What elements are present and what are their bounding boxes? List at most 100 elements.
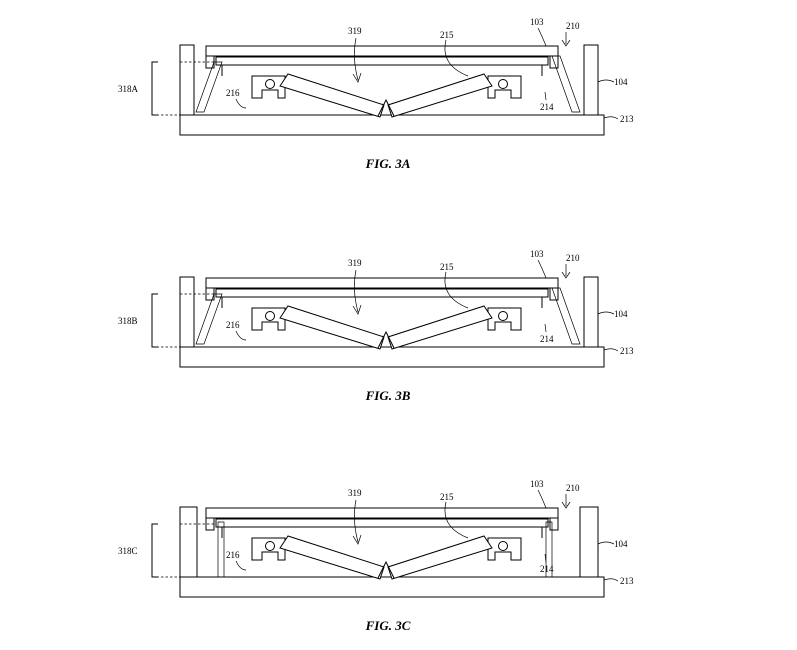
arrow-319-shaft bbox=[354, 37, 359, 81]
membrane-right bbox=[545, 521, 553, 577]
leader-215 bbox=[444, 39, 469, 77]
arrow-319-head bbox=[352, 534, 362, 545]
label-210: 210 bbox=[566, 253, 580, 263]
arrow-319-shaft bbox=[354, 499, 359, 543]
leader-214 bbox=[544, 323, 547, 333]
label-travel: 318B bbox=[118, 316, 138, 326]
label-213: 213 bbox=[620, 576, 634, 586]
hinge-pin-right bbox=[498, 311, 508, 321]
keycap-top bbox=[205, 277, 559, 289]
hinge-pin-right bbox=[498, 79, 508, 89]
keycap-top bbox=[205, 507, 559, 519]
keycap-top bbox=[205, 45, 559, 57]
butterfly-wing-right bbox=[387, 305, 493, 350]
keycap-skirt-right bbox=[549, 288, 559, 301]
membrane-right bbox=[551, 287, 581, 345]
label-213: 213 bbox=[620, 114, 634, 124]
butterfly-wing-right bbox=[387, 535, 493, 580]
label-216: 216 bbox=[226, 88, 240, 98]
leader-104 bbox=[597, 79, 615, 83]
leader-104 bbox=[597, 541, 615, 545]
leader-215 bbox=[444, 501, 469, 539]
hinge-pin-right bbox=[498, 541, 508, 551]
membrane-left bbox=[195, 61, 223, 113]
hinge-pin-left bbox=[265, 541, 275, 551]
figure-3a: 319 215 103 210 104 213 214 216 318A FIG. 3A bbox=[118, 17, 634, 171]
butterfly-wing-left bbox=[279, 305, 385, 350]
support-plate-legs bbox=[221, 527, 543, 538]
travel-bracket bbox=[151, 293, 158, 348]
butterfly-wing-right bbox=[387, 73, 493, 118]
label-215: 215 bbox=[440, 262, 454, 272]
support-plate-legs bbox=[221, 65, 543, 76]
travel-bracket bbox=[151, 61, 158, 116]
label-210: 210 bbox=[566, 21, 580, 31]
base-plate bbox=[179, 114, 605, 136]
label-215: 215 bbox=[440, 30, 454, 40]
housing-wall-left bbox=[179, 506, 198, 578]
leader-213 bbox=[603, 348, 619, 352]
support-plate-legs bbox=[221, 297, 543, 308]
leader-104 bbox=[597, 311, 615, 315]
housing-wall-right bbox=[583, 44, 599, 116]
travel-bracket bbox=[151, 523, 158, 578]
label-216: 216 bbox=[226, 550, 240, 560]
label-104: 104 bbox=[614, 539, 628, 549]
butterfly-wing-left bbox=[279, 535, 385, 580]
leader-210 bbox=[561, 494, 571, 509]
membrane-left bbox=[195, 293, 223, 345]
leader-210 bbox=[561, 32, 571, 47]
label-104: 104 bbox=[614, 77, 628, 87]
label-319: 319 bbox=[348, 26, 362, 36]
butterfly-wing-left bbox=[279, 73, 385, 118]
label-103: 103 bbox=[530, 17, 544, 27]
label-travel: 318C bbox=[118, 546, 138, 556]
leader-103 bbox=[537, 489, 547, 509]
hinge-pin-left bbox=[265, 311, 275, 321]
membrane-left bbox=[217, 521, 225, 577]
leader-216 bbox=[235, 330, 247, 341]
center-pivot bbox=[377, 330, 395, 349]
hinge-pin-left bbox=[265, 79, 275, 89]
support-plate bbox=[215, 288, 549, 298]
label-210: 210 bbox=[566, 483, 580, 493]
label-216: 216 bbox=[226, 320, 240, 330]
support-plate bbox=[215, 518, 549, 528]
base-plate bbox=[179, 576, 605, 598]
label-103: 103 bbox=[530, 479, 544, 489]
figure-caption: FIG. 3C bbox=[365, 618, 411, 633]
keycap-skirt-right bbox=[549, 518, 559, 531]
base-plate bbox=[179, 346, 605, 368]
figure-caption: FIG. 3A bbox=[365, 156, 411, 171]
keycap-skirt-right bbox=[549, 56, 559, 69]
label-103: 103 bbox=[530, 249, 544, 259]
leader-215 bbox=[444, 271, 469, 309]
leader-213 bbox=[603, 578, 619, 582]
figure-caption: FIG. 3B bbox=[365, 388, 411, 403]
center-pivot bbox=[377, 560, 395, 579]
center-pivot bbox=[377, 98, 395, 117]
label-104: 104 bbox=[614, 309, 628, 319]
label-213: 213 bbox=[620, 346, 634, 356]
label-travel: 318A bbox=[118, 84, 139, 94]
membrane-right bbox=[551, 55, 581, 113]
housing-wall-left bbox=[179, 44, 195, 116]
leader-216 bbox=[235, 560, 247, 571]
leader-213 bbox=[603, 116, 619, 120]
label-214: 214 bbox=[540, 102, 554, 112]
arrow-319-head bbox=[352, 304, 362, 315]
label-214: 214 bbox=[540, 564, 554, 574]
label-319: 319 bbox=[348, 488, 362, 498]
leader-216 bbox=[235, 98, 247, 109]
leader-214 bbox=[544, 91, 547, 101]
housing-wall-left bbox=[179, 276, 195, 348]
leader-210 bbox=[561, 264, 571, 279]
leader-214 bbox=[544, 553, 547, 563]
label-319: 319 bbox=[348, 258, 362, 268]
arrow-319-shaft bbox=[354, 269, 359, 313]
support-plate bbox=[215, 56, 549, 66]
